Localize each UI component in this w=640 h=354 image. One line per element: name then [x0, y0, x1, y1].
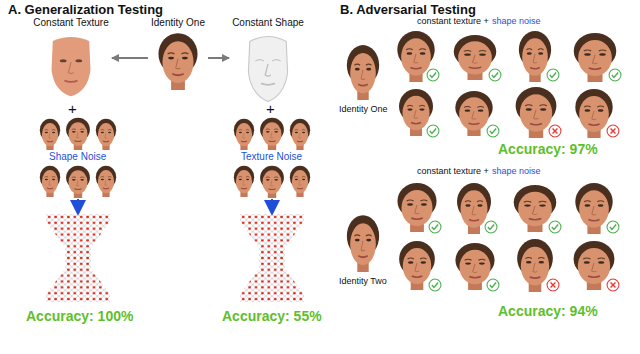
node-heading: Constant Texture — [30, 17, 112, 29]
identity-label: Identity Two — [339, 276, 387, 286]
arrow-connector — [208, 57, 229, 59]
noise-label: shape noise — [492, 16, 541, 26]
noise-label: Shape Noise — [49, 151, 106, 163]
accuracy-label: Accuracy: 100% — [26, 308, 133, 324]
face-panel: Identity One — [148, 17, 208, 93]
noise-label: shape noise — [492, 166, 541, 176]
plus-sign: + — [68, 100, 77, 117]
identity-label: Identity One — [339, 104, 388, 114]
condition-label: constant texture + — [417, 166, 489, 176]
face-panel: Constant Shape — [229, 17, 307, 107]
accuracy-label: Accuracy: 55% — [222, 308, 322, 324]
accuracy-label: Accuracy: 97% — [498, 141, 598, 157]
panel-title: A. Generalization Testing — [8, 3, 163, 18]
arrow-connector — [112, 57, 148, 59]
accuracy-label: Accuracy: 94% — [498, 303, 598, 319]
node-heading: Constant Shape — [229, 17, 307, 29]
condition-label: constant texture + — [417, 16, 489, 26]
plus-sign: + — [266, 100, 275, 117]
noise-label: Texture Noise — [241, 151, 302, 163]
node-heading: Identity One — [148, 17, 208, 29]
panel-title: B. Adversarial Testing — [340, 3, 476, 18]
face-panel: Constant Texture — [30, 17, 112, 103]
